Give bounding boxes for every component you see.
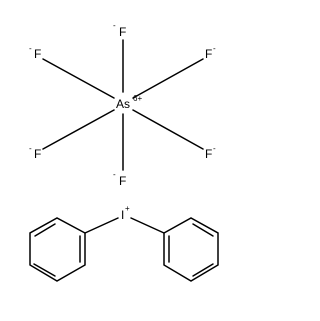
fluoride-lower-left-label: F — [34, 147, 41, 161]
as-f-bond-lower-left — [42, 109, 115, 150]
iodine-charge: + — [125, 204, 130, 213]
fluoride-lower-right-label: F — [205, 147, 212, 161]
arsenic-charge: 6+ — [133, 94, 142, 103]
hexafluoroarsenate-anion: As 6+ F - F - F - F - F - F - — [29, 21, 216, 188]
as-f-bond-upper-right — [132, 58, 204, 99]
fluoride-bottom-charge: - — [113, 170, 116, 179]
fluoride-top-label: F — [119, 25, 126, 39]
diphenyliodonium-cation: I + — [29, 204, 219, 282]
as-f-bond-upper-left — [42, 58, 115, 99]
iodine-right-ring-bond — [130, 217, 165, 234]
left-phenyl-ring — [29, 217, 86, 282]
fluoride-upper-right-charge: - — [213, 44, 216, 53]
fluoride-lower-left-charge: - — [29, 144, 32, 153]
right-phenyl-ring — [163, 217, 219, 282]
chemical-structure: As 6+ F - F - F - F - F - F - I + — [29, 21, 219, 282]
arsenic-atom-label: As — [116, 97, 130, 111]
fluoride-lower-right-charge: - — [213, 144, 216, 153]
fluoride-top-charge: - — [113, 21, 116, 30]
fluoride-upper-right-label: F — [205, 47, 212, 61]
fluoride-bottom-label: F — [119, 174, 126, 188]
fluoride-upper-left-charge: - — [29, 44, 32, 53]
iodine-left-ring-bond — [84, 217, 119, 234]
as-f-bond-lower-right — [132, 109, 204, 150]
iodine-atom-label: I — [121, 208, 124, 222]
fluoride-upper-left-label: F — [34, 47, 41, 61]
